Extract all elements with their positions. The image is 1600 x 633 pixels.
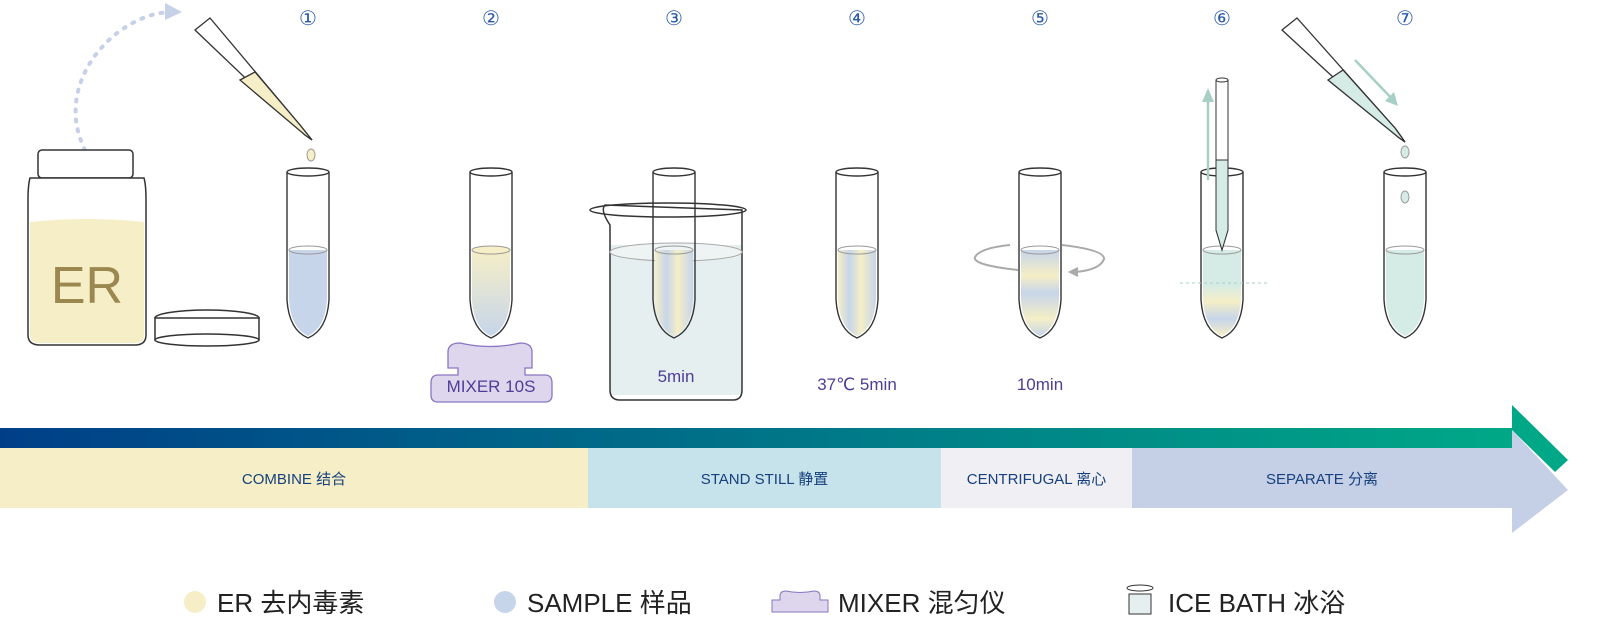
phase-label: COMBINE 结合 bbox=[242, 471, 346, 488]
stand-time-label: 5min bbox=[658, 367, 695, 386]
mixer-device: MIXER 10S bbox=[430, 342, 553, 403]
phase-segment bbox=[1132, 448, 1512, 508]
sample-dot-icon bbox=[494, 591, 516, 613]
centrifuge-time-label: 10min bbox=[1017, 375, 1063, 394]
centrifuge-tube bbox=[652, 167, 696, 339]
legend-label: ICE BATH 冰浴 bbox=[1168, 588, 1345, 618]
step-number: ⑦ bbox=[1396, 8, 1414, 30]
step-number: ⑥ bbox=[1213, 8, 1231, 30]
centrifuge-tube bbox=[286, 167, 330, 339]
legend: ER 去内毒素 SAMPLE 样品 MIXER 混匀仪 ICE BATH 冰浴 bbox=[184, 584, 1345, 618]
legend-label: SAMPLE 样品 bbox=[527, 588, 692, 618]
phase-segment bbox=[0, 448, 588, 508]
legend-label: MIXER 混匀仪 bbox=[838, 588, 1006, 618]
mixer-label: MIXER 10S bbox=[447, 377, 536, 396]
legend-label: ER 去内毒素 bbox=[217, 588, 364, 618]
pipette-supernatant bbox=[1281, 17, 1410, 204]
transfer-arrow-icon bbox=[73, 9, 177, 152]
jar-label: ER bbox=[51, 257, 123, 315]
step-number: ⑤ bbox=[1031, 8, 1049, 30]
phase-segment bbox=[588, 448, 941, 508]
incubate-label: 37℃ 5min bbox=[817, 375, 897, 394]
phase-label: CENTRIFUGAL 离心 bbox=[967, 471, 1106, 488]
er-reagent-jar: ER bbox=[27, 3, 260, 347]
step-number: ④ bbox=[848, 8, 866, 30]
step-number: ③ bbox=[665, 8, 683, 30]
centrifuge-tube bbox=[835, 167, 879, 339]
er-dot-icon bbox=[184, 591, 206, 613]
phase-label: STAND STILL 静置 bbox=[701, 471, 829, 488]
magnetic-separation-marks bbox=[1180, 88, 1268, 284]
ice-bath-icon bbox=[1126, 584, 1154, 615]
phase-segment bbox=[941, 448, 1132, 508]
step-number: ② bbox=[482, 8, 500, 30]
process-timeline: COMBINE 结合 STAND STILL 静置 CENTRIFUGAL 离心 SE… bbox=[0, 405, 1568, 533]
centrifuge-tube bbox=[1200, 77, 1244, 339]
pipette-er bbox=[194, 17, 316, 162]
centrifuge-tube bbox=[469, 167, 513, 339]
centrifuge-tube bbox=[1383, 167, 1427, 339]
step-number: ① bbox=[299, 8, 317, 30]
centrifuge-tube bbox=[1018, 167, 1062, 339]
mixer-icon bbox=[771, 590, 829, 613]
phase-label: SEPARATE 分离 bbox=[1266, 471, 1378, 488]
rotation-icon bbox=[973, 244, 1105, 277]
